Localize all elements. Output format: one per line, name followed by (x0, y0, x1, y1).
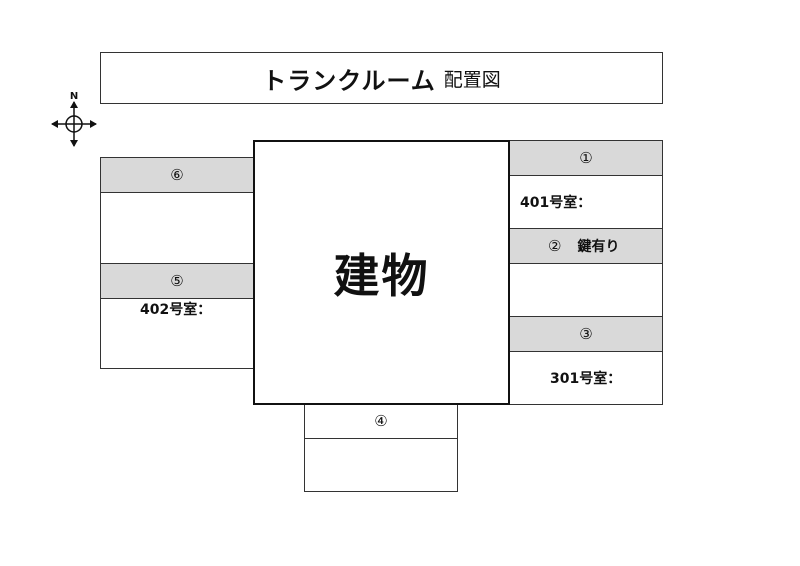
building-label: 建物 (333, 248, 430, 303)
unit-5-room: 402号室： (140, 302, 212, 318)
unit-3-room: 301号室： (550, 371, 622, 387)
unit-5-header: ⑤ (100, 263, 254, 299)
north-compass-icon: N (50, 88, 98, 150)
unit-6-number: ⑥ (170, 166, 184, 184)
title-main: トランクルーム (262, 66, 436, 95)
unit-6-header: ⑥ (100, 157, 254, 193)
unit-3-number: ③ (579, 325, 593, 343)
unit-5-number: ⑤ (170, 272, 184, 290)
unit-3-header: ③ (509, 316, 663, 352)
unit-1-room: 401号室： (520, 195, 592, 211)
unit-4-header: ④ (304, 403, 458, 439)
unit-2-header: ② 鍵有り (509, 228, 663, 264)
compass-north-label: N (70, 91, 78, 102)
unit-2-number: ② (548, 237, 562, 255)
unit-1-number: ① (579, 149, 593, 167)
unit-1-header: ① (509, 140, 663, 176)
title-sub: 配置図 (443, 68, 501, 91)
unit-4-number: ④ (374, 412, 388, 430)
unit-2-key-note: 鍵有り (577, 239, 620, 255)
building-block: 建物 (253, 140, 510, 405)
title-box: トランクルーム 配置図 (100, 52, 663, 104)
